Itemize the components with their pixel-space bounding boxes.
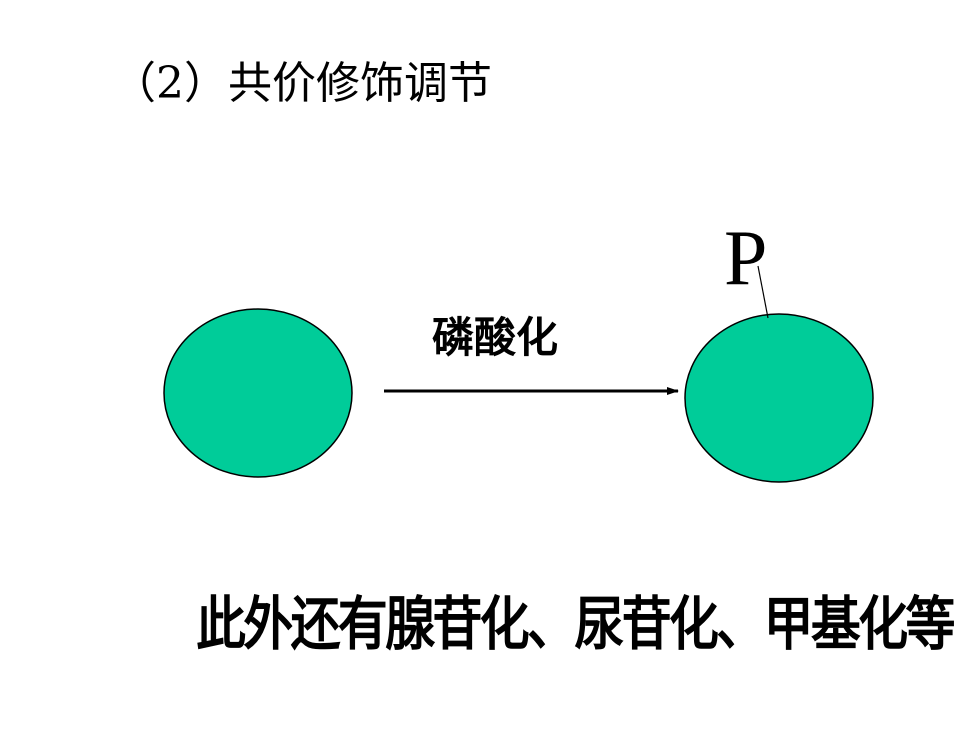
slide-title: （2）共价修饰调节	[112, 58, 492, 109]
phosphate-bond-line	[757, 265, 769, 319]
phosphorylated-protein	[684, 313, 874, 483]
footer-note: 此外还有腺苷化、尿苷化、甲基化等	[196, 590, 955, 658]
reaction-label: 磷酸化	[432, 313, 558, 362]
phosphate-label: P	[724, 214, 767, 301]
unmodified-protein	[163, 308, 353, 478]
